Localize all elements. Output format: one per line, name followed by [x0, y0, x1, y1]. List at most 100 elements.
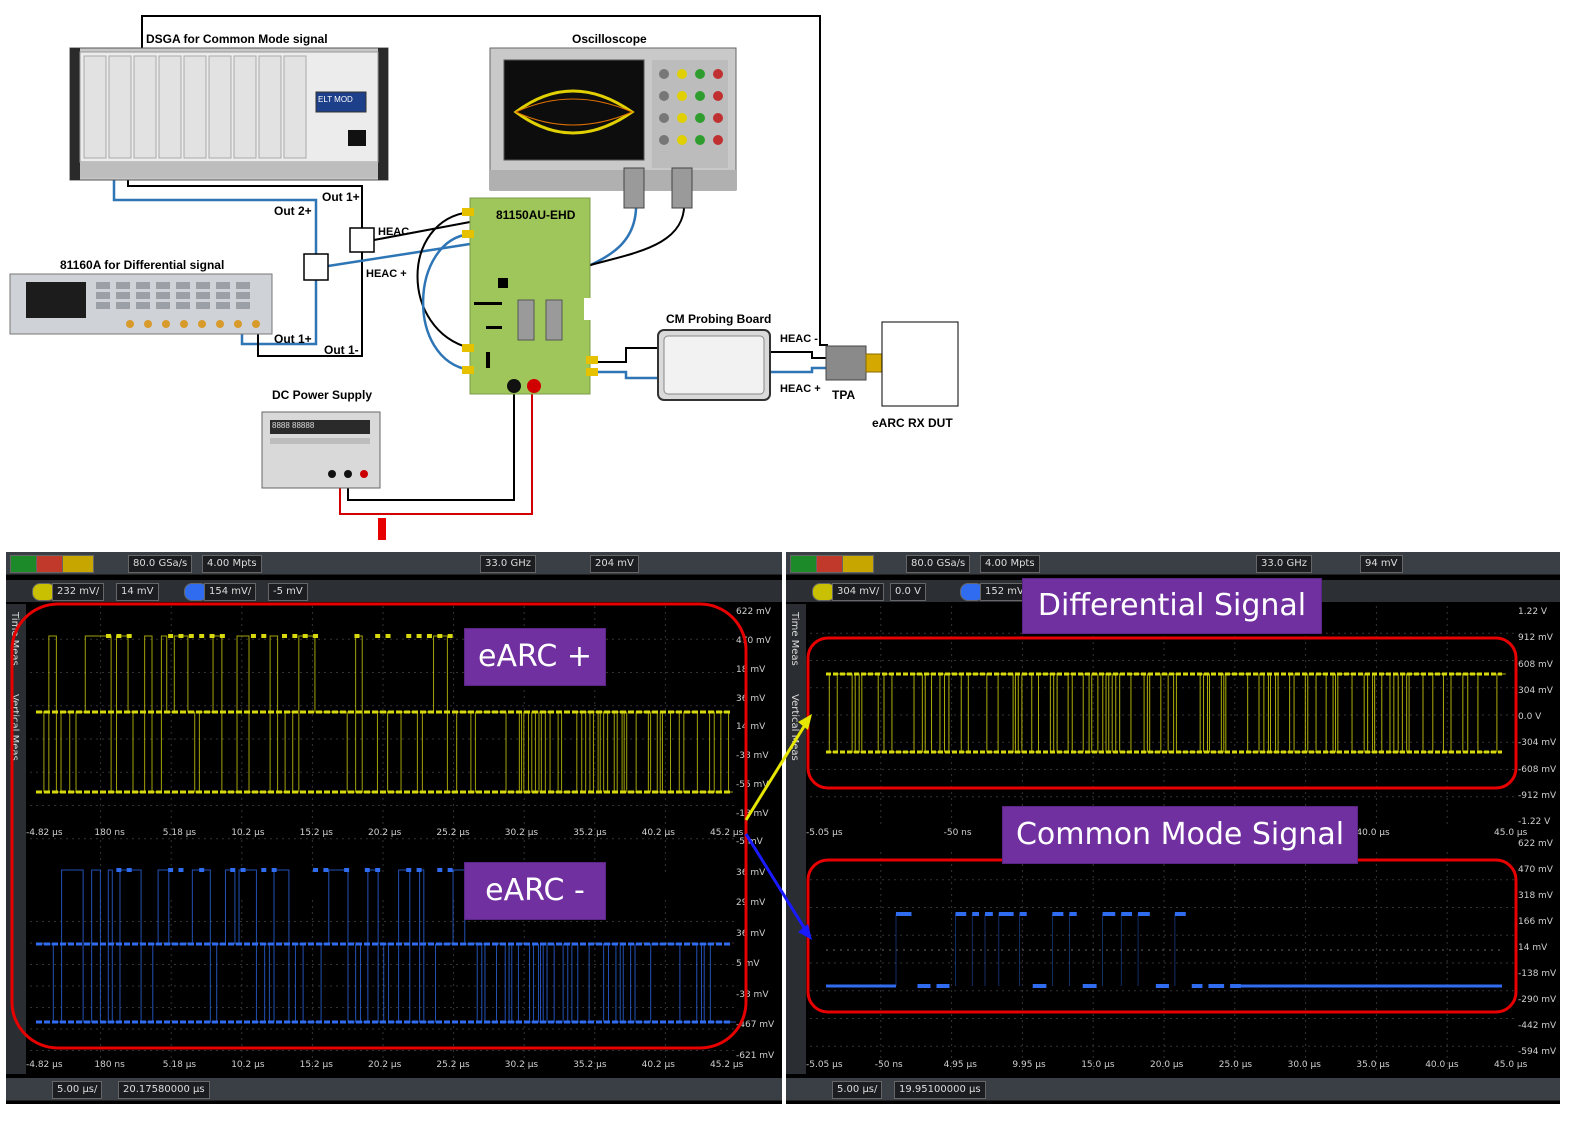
- x-tick-label: -50 ns: [943, 828, 972, 838]
- heac-plus-left-label: HEAC +: [366, 268, 407, 280]
- tab-time-meas[interactable]: Time Meas: [789, 612, 800, 666]
- scope-left-panel: 80.0 GSa/s 4.00 Mpts 33.0 GHz 204 mV 232…: [6, 552, 782, 1104]
- setup-diagram: [9, 15, 959, 540]
- ch2-scale[interactable]: 154 mV/: [204, 583, 257, 601]
- dut-label: eARC RX DUT: [872, 416, 953, 430]
- y-tick-label: -55 mV: [736, 780, 769, 791]
- x-tick-label: 30.2 µs: [504, 1060, 539, 1070]
- x-tick-label: 180 ns: [94, 828, 125, 838]
- scope-knob: [713, 69, 723, 79]
- generator-key: [136, 302, 150, 309]
- generator-key: [176, 282, 190, 289]
- dsga-slot: [233, 55, 257, 159]
- y-tick-label: 0.0 V: [1518, 712, 1542, 722]
- generator-connector: [252, 320, 260, 328]
- single-button[interactable]: [62, 555, 94, 573]
- y-tick-label: 622 mV: [1518, 839, 1553, 849]
- generator-key: [216, 282, 230, 289]
- ch1-scale[interactable]: 232 mV/: [52, 583, 105, 601]
- cable-loop-blue: [421, 232, 471, 372]
- scope-knob: [659, 91, 669, 101]
- scope-knob: [713, 135, 723, 145]
- x-tick-label: 20.2 µs: [368, 828, 402, 838]
- x-tick-label: 25.0 µs: [1218, 1060, 1253, 1070]
- x-tick-label: 45.2 µs: [710, 1060, 744, 1070]
- y-tick-label: 304 mV: [1518, 685, 1553, 696]
- earc-rx-dut-box: [881, 321, 959, 407]
- generator-key: [116, 282, 130, 289]
- x-tick-label: 9.95 µs: [1012, 1060, 1046, 1070]
- scope-left-bottom-bar: 5.00 µs/ 20.17580000 µs: [6, 1078, 782, 1101]
- generator-key: [176, 302, 190, 309]
- timebase[interactable]: 5.00 µs/: [832, 1081, 883, 1099]
- label-differential-signal: Differential Signal: [1022, 578, 1322, 634]
- y-tick-label: 36 mV: [736, 693, 766, 704]
- scope-right-toolbar: 80.0 GSa/s 4.00 Mpts 33.0 GHz 94 mV: [786, 552, 1560, 575]
- x-tick-label: 30.2 µs: [504, 828, 539, 838]
- y-tick-label: -5 mV: [736, 837, 763, 847]
- x-tick-label: 40.0 µs: [1356, 828, 1390, 838]
- y-tick-label: -33 mV: [736, 989, 769, 1000]
- ch1-scale[interactable]: 304 mV/: [832, 583, 885, 601]
- x-tick-label: 10.2 µs: [231, 828, 265, 838]
- x-tick-label: 180 ns: [94, 1060, 125, 1070]
- generator-key: [196, 292, 210, 299]
- ch2-offset[interactable]: -5 mV: [268, 583, 308, 601]
- generator-key: [156, 302, 170, 309]
- y-tick-label: -467 mV: [736, 1020, 775, 1031]
- generator-key: [96, 292, 110, 299]
- dsga-instrument: [69, 47, 389, 181]
- scope-knob: [659, 135, 669, 145]
- generator-key: [96, 282, 110, 289]
- y-tick-label: 18 mV: [736, 664, 766, 675]
- label-earc-minus: eARC -: [464, 862, 606, 920]
- scope-knob: [677, 69, 687, 79]
- oscilloscope-title: Oscilloscope: [572, 32, 647, 46]
- scope-knob: [695, 113, 705, 123]
- out1p-bottom-label: Out 1+: [274, 332, 312, 346]
- dc-supply-title: DC Power Supply: [272, 388, 373, 402]
- trigger-level[interactable]: 204 mV: [590, 555, 639, 573]
- generator-key: [156, 282, 170, 289]
- x-tick-label: 40.2 µs: [641, 1060, 675, 1070]
- cm-board-title: CM Probing Board: [666, 312, 772, 326]
- scope-knob: [713, 113, 723, 123]
- y-tick-label: 1.22 V: [1518, 607, 1548, 617]
- x-tick-label: 5.18 µs: [162, 828, 197, 838]
- y-tick-label: 318 mV: [1518, 891, 1553, 901]
- scope-knob: [713, 91, 723, 101]
- cable-81160-out1m: [257, 252, 363, 357]
- y-tick-label: 36 mV: [736, 928, 766, 939]
- ch1-offset[interactable]: 0.0 V: [890, 583, 926, 601]
- board-title: 81150AU-EHD: [496, 208, 576, 222]
- x-tick-label: -4.82 µs: [26, 828, 63, 838]
- x-tick-label: 40.0 µs: [1425, 1060, 1459, 1070]
- trigger-level[interactable]: 94 mV: [1360, 555, 1403, 573]
- out1m-label: Out 1-: [324, 343, 359, 357]
- dsga-slot: [283, 55, 307, 159]
- x-tick-label: 25.2 µs: [436, 828, 470, 838]
- bandwidth: 33.0 GHz: [480, 555, 536, 573]
- combiner-box-2: [303, 253, 329, 281]
- y-tick-label: 36 mV: [736, 867, 766, 878]
- dc-power-supply-instrument: [261, 411, 381, 489]
- dsga-slot: [108, 55, 132, 159]
- y-tick-label: 5 mV: [736, 959, 760, 970]
- generator-connector: [144, 320, 152, 328]
- tpa-label: TPA: [832, 388, 856, 402]
- timebase[interactable]: 5.00 µs/: [52, 1081, 103, 1099]
- ch1-offset[interactable]: 14 mV: [116, 583, 159, 601]
- heac-minus-left-label: HEAC -: [378, 226, 416, 238]
- y-tick-label: 608 mV: [1518, 659, 1553, 670]
- horizontal-position[interactable]: 19.95100000 µs: [894, 1081, 986, 1099]
- y-tick-label: -38 mV: [736, 751, 769, 762]
- x-tick-label: 35.0 µs: [1356, 1060, 1390, 1070]
- single-button[interactable]: [842, 555, 874, 573]
- heac-minus-right-label: HEAC -: [780, 333, 818, 345]
- cable-dc-red: [339, 392, 533, 515]
- generator-key: [216, 292, 230, 299]
- generator-key: [236, 282, 250, 289]
- horizontal-position[interactable]: 20.17580000 µs: [118, 1081, 210, 1099]
- dsga-slot: [158, 55, 182, 159]
- x-tick-label: 30.0 µs: [1287, 1060, 1321, 1070]
